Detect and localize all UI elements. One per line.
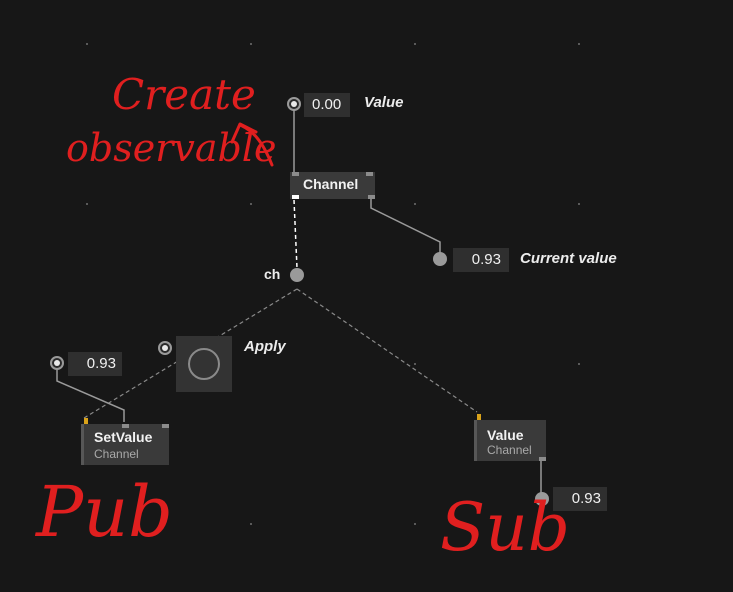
setvalue-node[interactable]: SetValue Channel bbox=[81, 418, 169, 465]
channel-output-port[interactable] bbox=[292, 195, 299, 199]
link-channel-to-ch[interactable] bbox=[293, 199, 298, 269]
current-value-pin[interactable] bbox=[433, 252, 447, 266]
annotation-pub: Pub bbox=[36, 471, 173, 553]
value-io-pin[interactable] bbox=[287, 97, 301, 111]
channel-node-title: Channel bbox=[303, 176, 359, 192]
annotation-create: Create bbox=[112, 70, 256, 119]
value-node-subtitle: Channel bbox=[487, 443, 532, 457]
value-node-output-port[interactable] bbox=[539, 457, 546, 461]
annotation-observable: observable bbox=[66, 126, 277, 170]
channel-node[interactable]: Channel bbox=[290, 172, 375, 199]
link-pub-value-to-setvalue[interactable] bbox=[56, 368, 125, 422]
annotation-arrowhead bbox=[230, 122, 258, 144]
current-value-label: Current value bbox=[520, 250, 617, 267]
channel-value-port[interactable] bbox=[368, 195, 375, 199]
value-node-title: Value bbox=[487, 427, 524, 443]
pub-value-pad[interactable]: 0.93 bbox=[68, 352, 122, 376]
value-pad[interactable]: 0.00 bbox=[304, 93, 350, 117]
apply-io-pin[interactable] bbox=[158, 341, 172, 355]
setvalue-node-title: SetValue bbox=[94, 429, 153, 445]
link-channel-to-current-value[interactable] bbox=[370, 199, 441, 258]
current-value-pad: 0.93 bbox=[453, 248, 509, 272]
ch-pin[interactable] bbox=[290, 268, 304, 282]
value-node[interactable]: Value Channel bbox=[474, 414, 546, 461]
apply-bang-button[interactable] bbox=[176, 336, 232, 392]
apply-label: Apply bbox=[244, 338, 286, 355]
bang-circle-icon bbox=[188, 348, 220, 380]
annotation-sub: Sub bbox=[440, 489, 570, 566]
ch-label: ch bbox=[264, 266, 281, 282]
sub-value-pad: 0.93 bbox=[553, 487, 607, 511]
sub-value-pin[interactable] bbox=[535, 492, 549, 506]
setvalue-node-subtitle: Channel bbox=[94, 447, 139, 461]
pub-value-io-pin[interactable] bbox=[50, 356, 64, 370]
value-label: Value bbox=[364, 94, 404, 111]
link-ch-to-value-node[interactable] bbox=[296, 288, 478, 413]
